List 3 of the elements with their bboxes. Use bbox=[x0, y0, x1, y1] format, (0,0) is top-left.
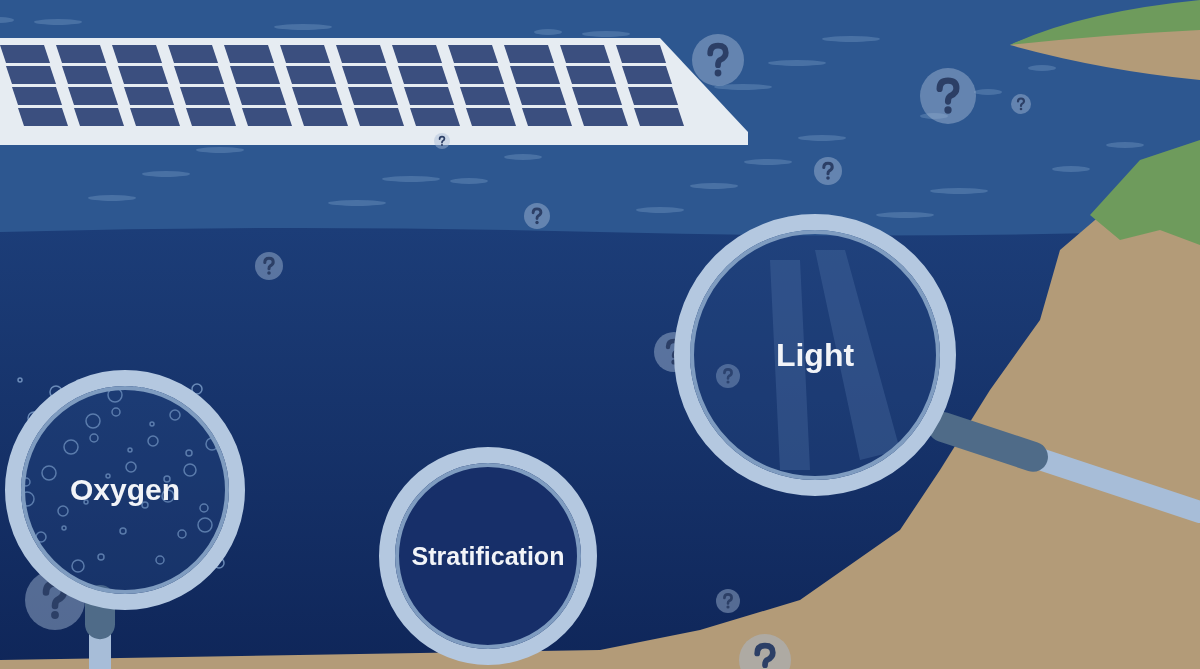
magnifier-label: Light bbox=[775, 336, 855, 374]
magnifier-label: Stratification bbox=[411, 541, 565, 571]
magnifier-label: Oxygen bbox=[70, 473, 180, 507]
